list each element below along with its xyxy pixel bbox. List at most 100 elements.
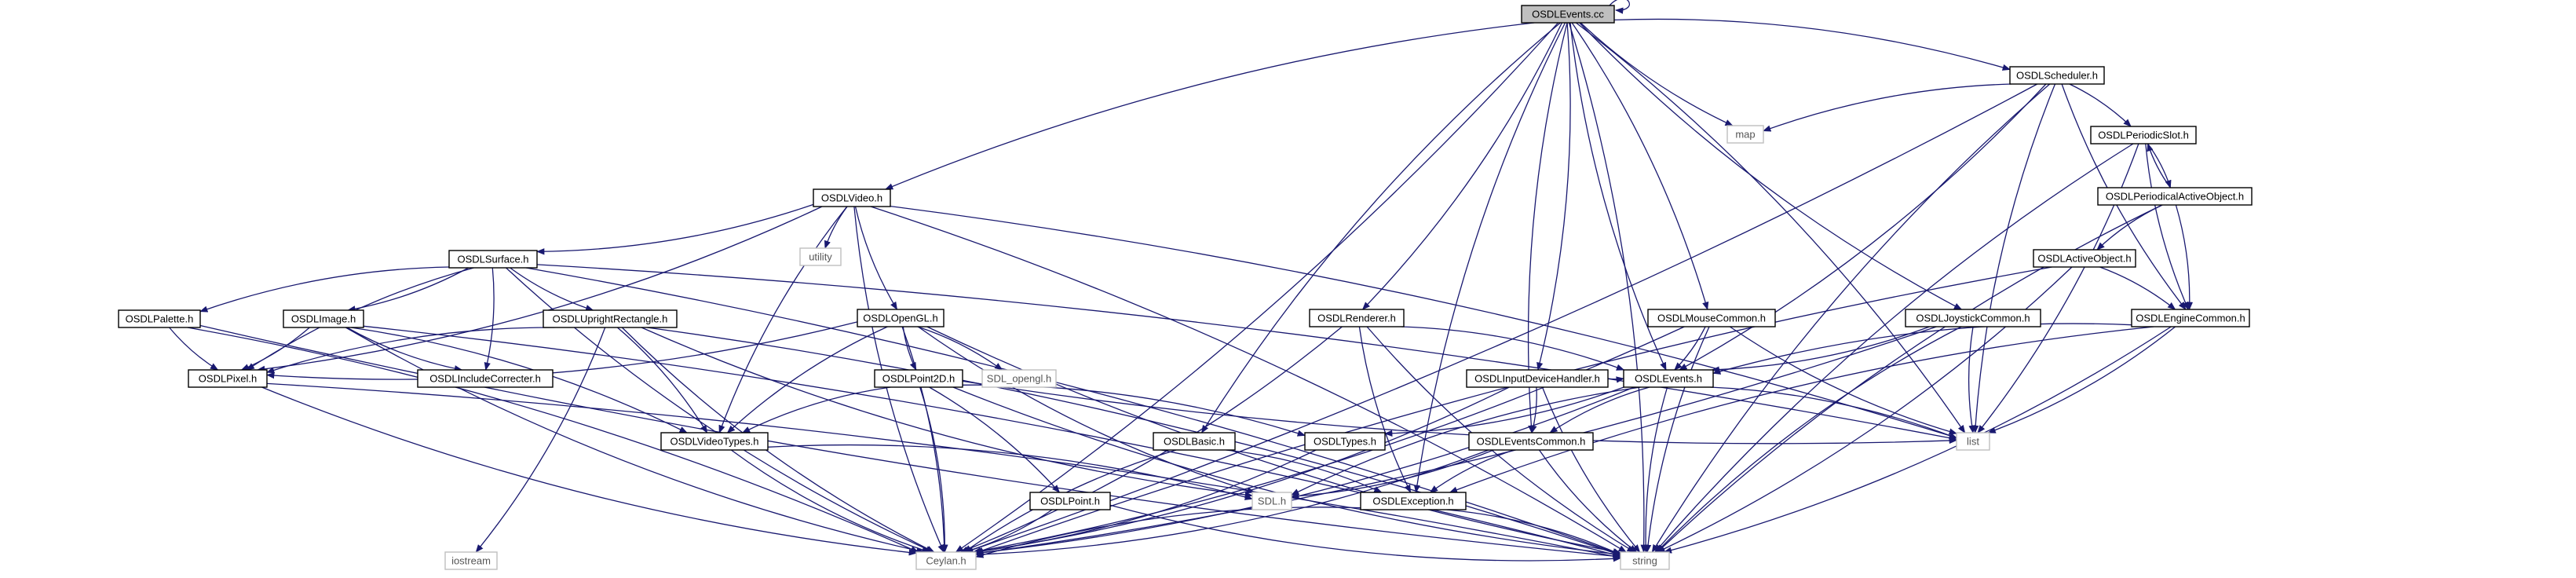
edge-point2d-to-videotypes [741, 386, 891, 434]
node-label: iostream [451, 555, 491, 567]
node-box [188, 369, 268, 388]
edge-scheduler-to-periodicslot [2069, 83, 2132, 127]
node-video[interactable]: OSDLVideo.h [813, 188, 891, 207]
node-point2d[interactable]: OSDLPoint2D.h [874, 369, 963, 388]
node-label: OSDLEngineCommon.h [2136, 313, 2245, 324]
node-periodicslot[interactable]: OSDLPeriodicSlot.h [2090, 126, 2197, 144]
node-point[interactable]: OSDLPoint.h [1029, 492, 1111, 510]
edge-joystickcommon-to-ceylan [974, 326, 1937, 556]
edge-joystickcommon-to-events_h [1711, 326, 1930, 373]
node-uprightrect[interactable]: OSDLUprightRectangle.h [543, 309, 678, 328]
node-palette[interactable]: OSDLPalette.h [118, 309, 201, 328]
node-exception[interactable]: OSDLException.h [1360, 492, 1467, 510]
edge-root-to-inputdevice [1536, 22, 1571, 371]
node-scheduler[interactable]: OSDLScheduler.h [2009, 66, 2105, 85]
node-periodicalactive[interactable]: OSDLPeriodicalActiveObject.h [2097, 187, 2253, 206]
node-mousecommon[interactable]: OSDLMouseCommon.h [1647, 309, 1776, 327]
node-string[interactable]: string [1620, 551, 1670, 570]
node-map[interactable]: map [1726, 125, 1764, 144]
node-sdlopengl[interactable]: SDL_opengl.h [981, 369, 1057, 388]
node-root[interactable]: OSDLEvents.cc [1521, 5, 1615, 24]
node-ceylan[interactable]: Ceylan.h [915, 551, 977, 570]
node-label: OSDLEventsCommon.h [1477, 436, 1586, 448]
edge-root-to-scheduler [1613, 18, 2011, 71]
node-box [981, 369, 1057, 388]
node-image[interactable]: OSDLImage.h [283, 309, 364, 328]
node-label: OSDLPoint2D.h [882, 373, 955, 385]
node-basic[interactable]: OSDLBasic.h [1153, 432, 1236, 451]
node-activeobject[interactable]: OSDLActiveObject.h [2033, 249, 2136, 268]
node-opengl[interactable]: OSDLOpenGL.h [857, 309, 945, 327]
node-label: list [1967, 436, 1979, 448]
edge-mousecommon-to-string [1644, 326, 1710, 554]
edge-uprightrect-to-iostream [475, 327, 606, 553]
edge-point2d-to-ceylan [919, 386, 948, 554]
edge-video-to-pixel [256, 206, 823, 372]
edges [169, 0, 2194, 562]
node-videotypes[interactable]: OSDLVideoTypes.h [660, 432, 769, 451]
node-joystickcommon[interactable]: OSDLJoystickCommon.h [1905, 309, 2041, 327]
node-renderer[interactable]: OSDLRenderer.h [1309, 309, 1405, 327]
edge-mousecommon-to-list [1729, 326, 1957, 435]
edge-types-to-ceylan [974, 449, 1317, 554]
edge-periodicslot-to-list [1977, 143, 2139, 434]
node-box [857, 309, 945, 327]
edge-events_h-to-types [1383, 386, 1624, 437]
node-events_h[interactable]: OSDLEvents.h [1623, 369, 1714, 388]
node-label: OSDLImage.h [291, 313, 356, 325]
node-pixel[interactable]: OSDLPixel.h [188, 369, 268, 388]
edge-uprightrect-to-pixel [266, 327, 555, 374]
node-label: OSDLOpenGL.h [863, 313, 937, 324]
node-includecorrecter[interactable]: OSDLIncludeCorrecter.h [417, 369, 554, 388]
edge-enginecommon-to-list [1987, 326, 2176, 434]
node-box [448, 250, 538, 269]
node-box [2009, 66, 2105, 85]
node-label: OSDLScheduler.h [2016, 70, 2098, 82]
node-enginecommon[interactable]: OSDLEngineCommon.h [2131, 309, 2250, 327]
node-box [1623, 369, 1714, 388]
node-box [1620, 551, 1670, 570]
edge-point2d-to-string [952, 386, 1622, 558]
node-box [118, 309, 201, 328]
node-inputdevice[interactable]: OSDLInputDeviceHandler.h [1466, 369, 1609, 388]
edge-surface-to-uprightrect [510, 267, 594, 312]
edge-root-to-renderer [1361, 22, 1562, 310]
edge-video-to-utility [824, 206, 848, 249]
node-label: string [1632, 555, 1657, 567]
edge-inputdevice-to-ceylan [973, 386, 1510, 554]
edge-root-to-basic [1201, 22, 1561, 434]
node-box [2131, 309, 2250, 327]
node-box [2033, 249, 2136, 268]
node-box [444, 551, 498, 570]
edge-scheduler-to-events_h [1679, 83, 2047, 371]
node-label: SDL.h [1258, 496, 1286, 507]
edge-videotypes-to-ceylan [730, 449, 930, 554]
edge-events_h-to-sdl [1291, 386, 1641, 496]
edge-scheduler-to-map [1763, 83, 2011, 132]
edge-periodicslot-to-periodicalactive [2147, 143, 2172, 188]
node-label: OSDLUprightRectangle.h [553, 313, 668, 325]
node-surface[interactable]: OSDLSurface.h [448, 250, 538, 269]
edge-palette-to-ceylan [187, 327, 919, 553]
node-utility[interactable]: utility [799, 247, 842, 266]
node-eventscommon[interactable]: OSDLEventsCommon.h [1468, 432, 1594, 451]
edge-enginecommon-to-string [1663, 326, 2172, 554]
edge-pixel-to-ceylan [261, 386, 918, 556]
node-sdl[interactable]: SDL.h [1251, 492, 1292, 510]
node-iostream[interactable]: iostream [444, 551, 498, 570]
node-label: OSDLPoint.h [1040, 496, 1100, 507]
edge-exception-to-string [1446, 509, 1621, 555]
node-box [2090, 126, 2197, 144]
node-box [915, 551, 977, 570]
node-list[interactable]: list [1956, 432, 1990, 451]
node-label: OSDLVideoTypes.h [670, 436, 759, 448]
edge-image-to-ceylan [345, 327, 925, 554]
node-label: OSDLInputDeviceHandler.h [1474, 373, 1600, 385]
node-box [1647, 309, 1776, 327]
edge-image-to-pixel [240, 327, 310, 371]
node-types[interactable]: OSDLTypes.h [1304, 432, 1386, 451]
edge-pixel-to-string [266, 382, 1622, 560]
edge-root-to-video [884, 22, 1535, 190]
node-label: OSDLVideo.h [821, 192, 882, 204]
